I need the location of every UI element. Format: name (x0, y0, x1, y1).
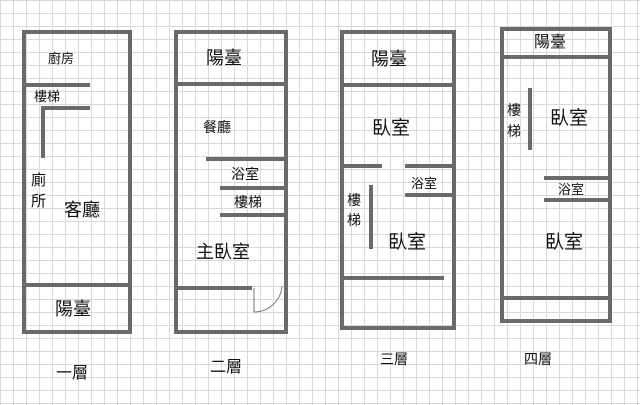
floor-2-balcony-label: 陽臺 (206, 48, 242, 69)
floor-1-kitchen-label: 廚房 (48, 51, 74, 67)
floor-1-balcony-wall (26, 283, 128, 287)
floor-2-stairs-label: 樓梯 (234, 195, 262, 211)
floor-1-outer-wall-top (22, 30, 132, 34)
floor-4-bedroom-2-label: 臥室 (545, 231, 583, 253)
floor-2-outer-wall-bottom (174, 330, 288, 334)
floor-3-balcony-wall (344, 83, 452, 87)
floor-1-caption: 一層 (56, 363, 88, 382)
floor-1-toilet-label-1: 廁 (31, 171, 46, 189)
floor-1-plan: 廚房 樓梯 廁 所 客廳 陽臺 一層 (22, 30, 132, 382)
floor-2-bedroom-wall (178, 286, 252, 290)
floor-2-outer-wall-top (174, 30, 288, 34)
floor-3-bedroom-wall-right (405, 164, 452, 168)
floor-3-balcony-label: 陽臺 (371, 49, 407, 70)
floor-4-outer-wall-top (500, 27, 612, 31)
floor-4-stairs-label-1: 樓 (507, 103, 521, 119)
floor-4-outer-wall-right (608, 27, 612, 323)
floor-4-bathroom-wall-bottom (544, 198, 608, 202)
floor-3-outer-wall-right (452, 30, 456, 330)
floor-1-outer-wall-bottom (22, 330, 132, 334)
floor-4-bottom-inner-wall (504, 296, 608, 300)
floor-1-stairs-label: 樓梯 (34, 90, 60, 105)
floor-3-caption: 三層 (380, 352, 408, 368)
floor-4-bathroom-wall-top (544, 176, 608, 180)
floor-2-balcony-wall (178, 82, 284, 86)
floor-4-outer-wall-bottom (500, 319, 612, 323)
floor-3-stairs-label-2: 梯 (347, 213, 361, 229)
floor-2-outer-wall-right (284, 30, 288, 334)
floor-2-master-bedroom-label: 主臥室 (196, 242, 250, 263)
floor-2-bathroom-label: 浴室 (231, 166, 259, 183)
floor-3-outer-wall-top (340, 30, 456, 34)
floor-1-outer-wall-left (22, 30, 26, 334)
floor-2-outer-wall-left (174, 30, 178, 334)
floor-2-stairs-wall-bottom (220, 213, 284, 217)
floor-3-bottom-inner-wall (344, 276, 444, 280)
floor-4-plan: 陽臺 樓 梯 臥室 浴室 臥室 四層 (500, 27, 612, 368)
floor-1-stair-wall-vertical (41, 106, 45, 158)
floor-4-caption: 四層 (524, 352, 552, 368)
floor-4-balcony-label: 陽臺 (534, 32, 566, 51)
floor-1-living-room-label: 客廳 (64, 200, 100, 221)
floor-1-outer-wall-right (128, 30, 132, 334)
floor-3-plan: 陽臺 臥室 浴室 樓 梯 臥室 三層 (340, 30, 456, 368)
floor-4-stairs-wall (528, 88, 532, 150)
floor-2-plan: 陽臺 餐廳 浴室 樓梯 主臥室 二層 (174, 30, 288, 376)
floor-3-stairs-label-1: 樓 (347, 193, 361, 209)
floor-4-stairs-label-2: 梯 (507, 124, 521, 140)
floor-3-bathroom-label: 浴室 (411, 176, 437, 192)
floor-3-bedroom-2-label: 臥室 (388, 231, 426, 253)
floor-4-bedroom-1-label: 臥室 (550, 107, 588, 129)
floor-3-outer-wall-bottom (340, 326, 456, 330)
floor-3-outer-wall-left (340, 30, 344, 330)
floor-1-stair-wall-mid (41, 106, 90, 110)
floor-2-bathroom-wall-bottom (220, 186, 284, 190)
floor-1-toilet-label-2: 所 (31, 192, 46, 210)
floor-2-caption: 二層 (210, 357, 242, 376)
floor-3-bedroom-1-label: 臥室 (372, 117, 410, 139)
floor-1-stair-wall-top (26, 83, 90, 87)
floor-2-bathroom-wall-top (206, 157, 284, 161)
floor-2-door-arc (253, 285, 283, 313)
floor-4-outer-wall-left (500, 27, 504, 323)
floor-4-balcony-wall (504, 55, 608, 59)
floor-2-dining-room-label: 餐廳 (203, 119, 231, 136)
floor-3-bathroom-wall (405, 193, 452, 197)
floor-3-stairs-wall (369, 185, 373, 249)
floor-3-bedroom-wall-left (344, 164, 382, 168)
floor-4-bathroom-label: 浴室 (558, 182, 584, 198)
floor-1-balcony-label: 陽臺 (55, 299, 91, 320)
